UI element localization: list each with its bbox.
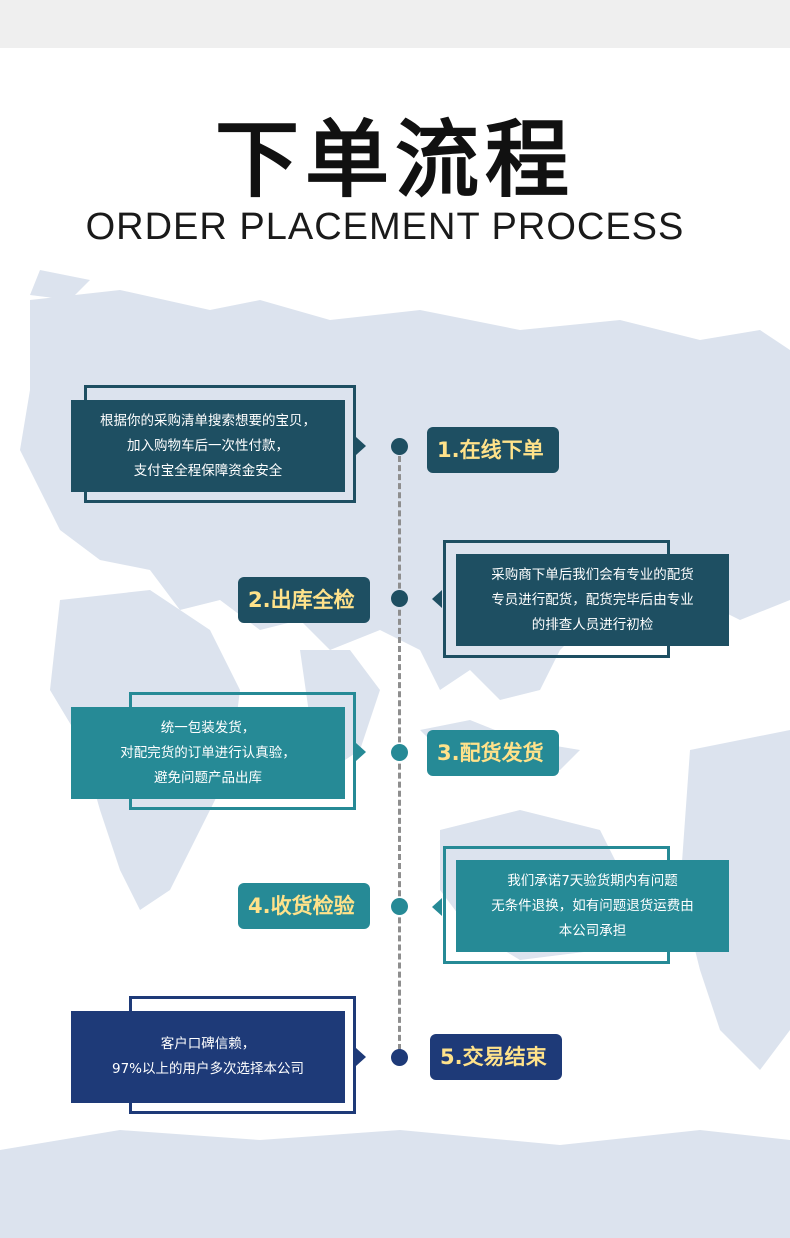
step-1-line-1: 根据你的采购清单搜索想要的宝贝， (100, 412, 316, 429)
step-1-dot (391, 438, 408, 455)
step-4-label: 4.收货检验 (238, 883, 370, 929)
step-4-line-3: 本公司承担 (558, 922, 627, 939)
page-subtitle: ORDER PLACEMENT PROCESS (85, 206, 685, 248)
step-5-arrow-icon (356, 1048, 366, 1066)
step-2-label: 2.出库全检 (238, 577, 370, 623)
step-5-label: 5.交易结束 (430, 1034, 562, 1080)
step-1-arrow-icon (356, 437, 366, 455)
page-title: 下单流程 (214, 111, 575, 209)
step-3-dot (391, 744, 408, 761)
step-3-card: 统一包装发货， 对配完货的订单进行认真验， 避免问题产品出库 (71, 707, 345, 799)
step-5-line-1: 客户口碑信赖， (160, 1036, 256, 1052)
step-3-line-1: 统一包装发货， (160, 719, 256, 736)
top-band (0, 0, 790, 48)
step-2-line-1: 采购商下单后我们会有专业的配货 (491, 566, 694, 583)
step-2-line-2: 专员进行配货，配货完毕后由专业 (491, 591, 694, 608)
world-map-background (0, 270, 790, 1238)
step-2-dot (391, 590, 408, 607)
step-4-card: 我们承诺7天验货期内有问题 无条件退换，如有问题退货运费由 本公司承担 (456, 860, 729, 952)
step-3-label: 3.配货发货 (427, 730, 559, 776)
step-3-line-2: 对配完货的订单进行认真验， (120, 744, 296, 761)
step-4-arrow-icon (432, 898, 442, 916)
step-5-line-2: 97%以上的用户多次选择本公司 (111, 1061, 304, 1077)
step-4-dot (391, 898, 408, 915)
step-4-line-2: 无条件退换，如有问题退货运费由 (491, 897, 694, 914)
step-3-arrow-icon (356, 743, 366, 761)
step-2-arrow-icon (432, 590, 442, 608)
step-1-line-2: 加入购物车后一次性付款， (127, 437, 289, 454)
step-5-card: 客户口碑信赖， 97%以上的用户多次选择本公司 (71, 1011, 345, 1103)
step-3-line-3: 避免问题产品出库 (154, 769, 262, 786)
step-2-card: 采购商下单后我们会有专业的配货 专员进行配货，配货完毕后由专业 的排查人员进行初… (456, 554, 729, 646)
step-1-card: 根据你的采购清单搜索想要的宝贝， 加入购物车后一次性付款， 支付宝全程保障资金安… (71, 400, 345, 492)
step-5-dot (391, 1049, 408, 1066)
step-1-line-3: 支付宝全程保障资金安全 (133, 462, 283, 479)
step-1-label: 1.在线下单 (427, 427, 559, 473)
step-2-line-3: 的排查人员进行初检 (531, 616, 654, 633)
step-4-line-1: 我们承诺7天验货期内有问题 (507, 872, 678, 889)
